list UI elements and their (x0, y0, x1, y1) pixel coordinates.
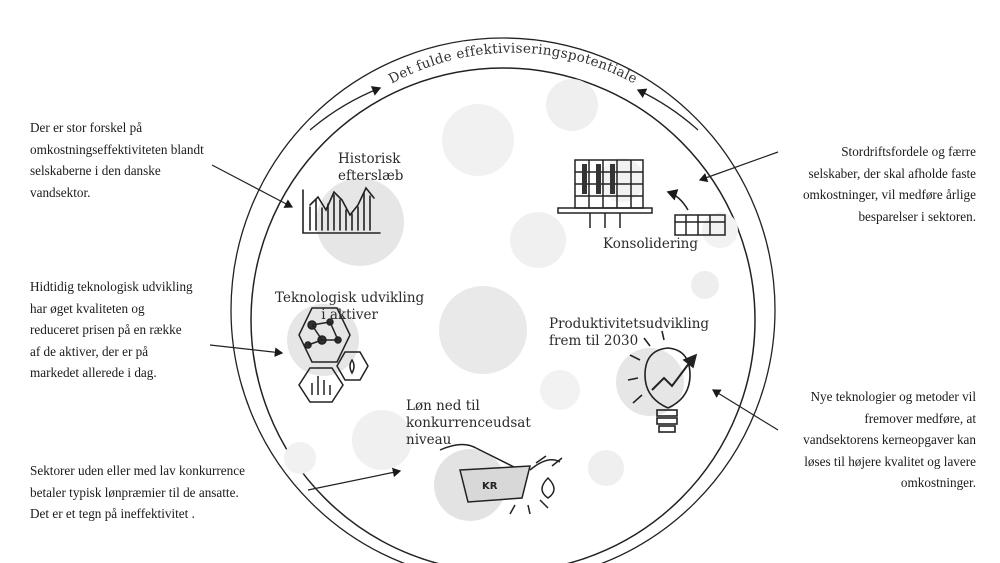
label-loen: Løn ned til konkurrenceudsat niveau (406, 398, 531, 448)
note-teknologisk: Hidtidig teknologisk udvikling har øget … (30, 279, 193, 380)
factory-icon (557, 159, 726, 236)
note-loen: Sektorer uden eller med lav konkurrence … (30, 463, 245, 521)
kr-badge: KR (482, 481, 498, 492)
outer-ring (230, 37, 776, 563)
line-chart-icon (302, 186, 381, 234)
ring-arrow-left (309, 86, 382, 131)
lightbulb-growth-icon (627, 330, 698, 433)
note-produktivitet: Nye teknologier og metoder vil fremover … (803, 389, 976, 490)
label-teknologisk: Teknologisk udvikling i aktiver (275, 290, 425, 323)
ring-arrow-right (636, 88, 699, 131)
hands-money-icon (439, 443, 563, 515)
label-konsolidering: Konsolidering (603, 236, 698, 252)
hexagon-network-icon (298, 307, 369, 403)
annotation-arrows (209, 151, 779, 491)
label-historisk: Historisk efterslæb (338, 151, 404, 184)
note-historisk: Der er stor forskel på omkostningseffekt… (30, 120, 204, 200)
label-produktivitet: Produktivitetsudvikling frem til 2030 (549, 316, 710, 349)
note-konsolidering: Stordriftsfordele og færre selskaber, de… (802, 144, 976, 224)
